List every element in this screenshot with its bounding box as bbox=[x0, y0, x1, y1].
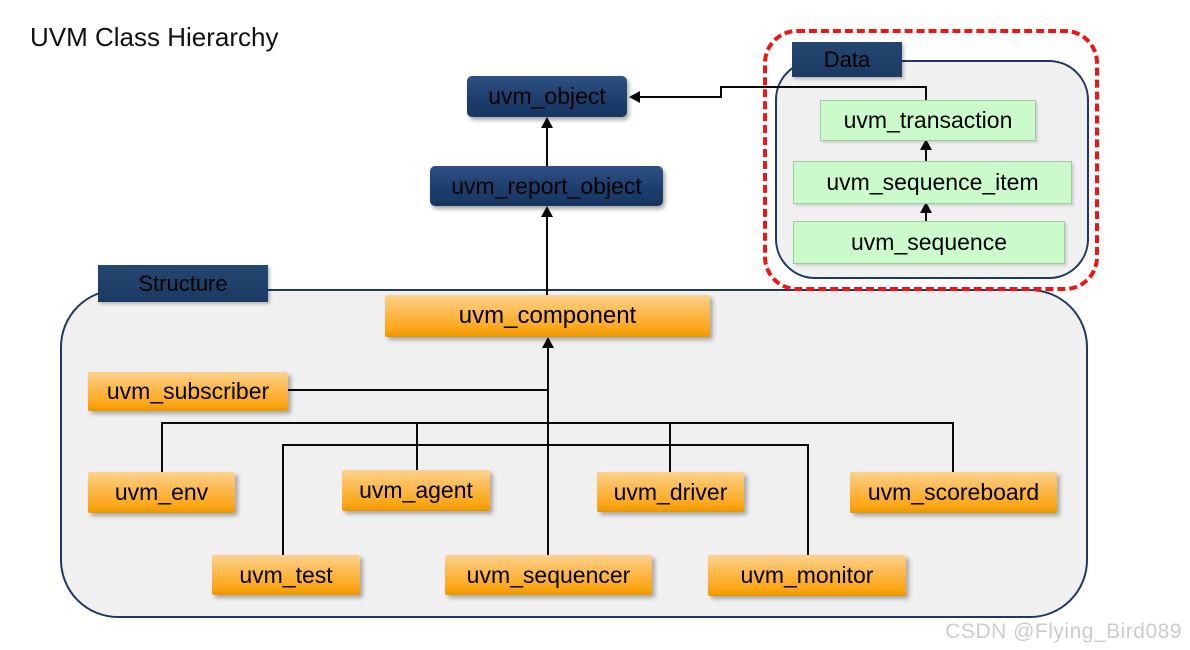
node-uvm-subscriber: uvm_subscriber bbox=[88, 372, 288, 411]
csdn-watermark: CSDN @Flying_Bird089 bbox=[945, 620, 1182, 643]
edge-transaction-to-object-line-h2 bbox=[636, 96, 722, 98]
structure-group-label-text: Structure bbox=[138, 270, 228, 296]
edge-test-drop-line bbox=[282, 444, 284, 555]
node-uvm-sequence-item: uvm_sequence_item bbox=[793, 161, 1072, 204]
arrowhead-into-uvm-transaction bbox=[920, 139, 932, 150]
node-uvm-scoreboard: uvm_scoreboard bbox=[850, 472, 1057, 513]
node-uvm-component-label: uvm_component bbox=[458, 302, 637, 329]
children-trunk-line bbox=[547, 341, 549, 555]
edge-agent-drop-line bbox=[416, 422, 418, 470]
edge-monitor-drop-line bbox=[807, 444, 809, 555]
node-uvm-report-object-label: uvm_report_object bbox=[451, 172, 642, 199]
node-uvm-sequence-label: uvm_sequence bbox=[851, 229, 1007, 255]
node-uvm-monitor-label: uvm_monitor bbox=[740, 562, 874, 588]
node-uvm-scoreboard-label: uvm_scoreboard bbox=[867, 479, 1040, 505]
children-rail-row2 bbox=[283, 444, 809, 446]
edge-sequence-to-seqitem-line bbox=[925, 206, 927, 221]
node-uvm-sequencer-label: uvm_sequencer bbox=[466, 561, 631, 588]
page-title: UVM Class Hierarchy bbox=[30, 22, 279, 52]
node-uvm-transaction-label: uvm_transaction bbox=[843, 107, 1013, 133]
node-uvm-env: uvm_env bbox=[88, 472, 235, 513]
node-uvm-report-object: uvm_report_object bbox=[430, 166, 663, 206]
edge-component-to-report-line bbox=[546, 210, 548, 295]
structure-group-label: Structure bbox=[98, 265, 268, 302]
arrowhead-into-uvm-component bbox=[542, 337, 554, 348]
node-uvm-subscriber-label: uvm_subscriber bbox=[106, 378, 270, 404]
arrowhead-into-uvm-report-object bbox=[541, 206, 553, 217]
arrowhead-into-uvm-sequence-item bbox=[920, 202, 932, 213]
node-uvm-monitor: uvm_monitor bbox=[708, 555, 906, 596]
node-uvm-agent: uvm_agent bbox=[342, 470, 490, 511]
edge-seqitem-to-transaction-line bbox=[925, 143, 927, 161]
edge-driver-drop-line bbox=[669, 422, 671, 472]
node-uvm-object-label: uvm_object bbox=[488, 83, 606, 109]
edge-transaction-to-object-line-v1 bbox=[925, 86, 927, 100]
children-rail-row1 bbox=[162, 422, 954, 424]
edge-report-to-object-line bbox=[546, 121, 548, 167]
node-uvm-driver: uvm_driver bbox=[597, 472, 744, 512]
edge-subscriber-line bbox=[288, 389, 549, 391]
data-group-label-text: Data bbox=[823, 46, 871, 72]
node-uvm-sequence-item-label: uvm_sequence_item bbox=[826, 169, 1039, 195]
node-uvm-test-label: uvm_test bbox=[239, 561, 333, 588]
node-uvm-sequence: uvm_sequence bbox=[793, 221, 1065, 264]
node-uvm-object: uvm_object bbox=[467, 76, 627, 117]
node-uvm-sequencer: uvm_sequencer bbox=[445, 555, 652, 595]
edge-env-drop-line bbox=[161, 422, 163, 472]
edge-transaction-to-object-line-h1 bbox=[720, 86, 927, 88]
node-uvm-component: uvm_component bbox=[385, 295, 710, 337]
node-uvm-env-label: uvm_env bbox=[114, 479, 209, 505]
node-uvm-driver-label: uvm_driver bbox=[613, 478, 728, 505]
edge-scoreboard-drop-line bbox=[952, 422, 954, 472]
arrowhead-into-uvm-object-right bbox=[629, 91, 640, 103]
data-group-highlight-outline bbox=[763, 29, 1099, 291]
node-uvm-transaction: uvm_transaction bbox=[820, 100, 1036, 141]
node-uvm-agent-label: uvm_agent bbox=[359, 477, 473, 503]
data-group-label: Data bbox=[792, 42, 902, 77]
edge-transaction-to-object-line-v2 bbox=[720, 86, 722, 98]
node-uvm-test: uvm_test bbox=[212, 555, 360, 595]
arrowhead-into-uvm-object bbox=[541, 117, 553, 128]
